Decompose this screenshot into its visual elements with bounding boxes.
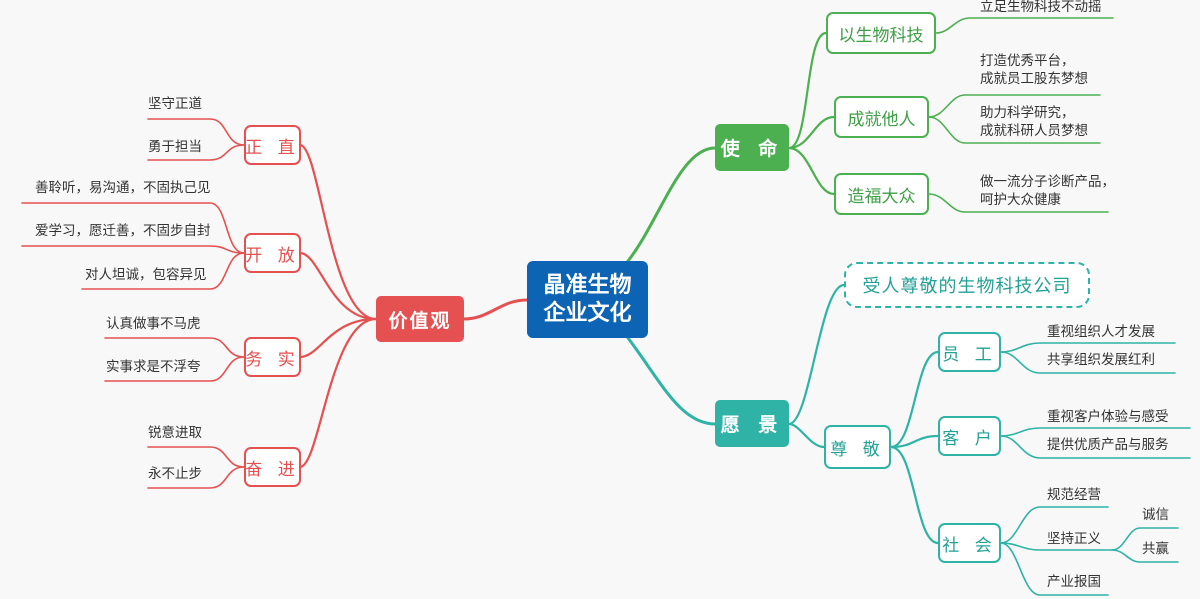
leaf-text: 提供优质产品与服务 <box>1047 437 1169 453</box>
leaf-text: 呵护大众健康 <box>980 192 1061 208</box>
leaf-text: 产业报国 <box>1047 574 1101 590</box>
leaf-text: 成就科研人员梦想 <box>980 123 1088 139</box>
mission-biotech-node: 以生物科技 <box>826 12 936 54</box>
respect-node: 尊 敬 <box>824 425 891 469</box>
respect-employees-node: 员 工 <box>938 332 1001 372</box>
leaf-text: 规范经营 <box>1047 487 1101 503</box>
center-title-line2: 企业文化 <box>543 300 632 326</box>
leaf-text: 对人坦诚，包容异见 <box>85 267 207 283</box>
leaf-text: 共享组织发展红利 <box>1047 352 1155 368</box>
values-progress-node: 奋 进 <box>244 447 301 487</box>
leaf-text: 坚守正道 <box>148 96 202 112</box>
leaf-text: 坚持正义 <box>1047 531 1101 547</box>
respect-society-node: 社 会 <box>938 523 1001 563</box>
leaf-text: 共赢 <box>1142 541 1169 557</box>
leaf-text: 爱学习，愿迁善，不固步自封 <box>35 223 211 239</box>
center-title-line1: 晶准生物 <box>543 272 632 298</box>
vision-node: 愿 景 <box>715 400 789 447</box>
leaf-text: 认真做事不马虎 <box>106 316 201 332</box>
leaf-text: 助力科学研究， <box>980 105 1075 121</box>
leaf-text: 善聆听，易沟通，不固执己见 <box>35 180 211 196</box>
leaf-text: 立足生物科技不动摇 <box>980 0 1102 15</box>
values-integrity-node: 正 直 <box>244 125 301 165</box>
leaf-text: 打造优秀平台， <box>980 53 1075 69</box>
values-openness-node: 开 放 <box>244 233 301 273</box>
center-node: 晶准生物 企业文化 <box>527 261 648 338</box>
leaf-text: 勇于担当 <box>148 139 202 155</box>
mission-achieve-node: 成就他人 <box>834 96 929 138</box>
leaf-text: 成就员工股东梦想 <box>980 71 1088 87</box>
respect-customers-node: 客 户 <box>938 416 1001 456</box>
leaf-text: 做一流分子诊断产品， <box>980 174 1115 190</box>
mission-benefit-node: 造福大众 <box>834 173 929 215</box>
leaf-text: 锐意进取 <box>148 425 202 441</box>
leaf-text: 永不止步 <box>148 466 202 482</box>
leaf-text: 重视组织人才发展 <box>1047 324 1155 340</box>
leaf-text: 诚信 <box>1142 507 1169 523</box>
vision-slogan-node: 受人尊敬的生物科技公司 <box>844 262 1090 308</box>
mission-node: 使 命 <box>715 124 789 171</box>
leaf-text: 重视客户体验与感受 <box>1047 409 1169 425</box>
values-node: 价值观 <box>376 296 464 342</box>
leaf-text: 实事求是不浮夸 <box>106 359 201 375</box>
values-pragmatism-node: 务 实 <box>244 337 301 377</box>
